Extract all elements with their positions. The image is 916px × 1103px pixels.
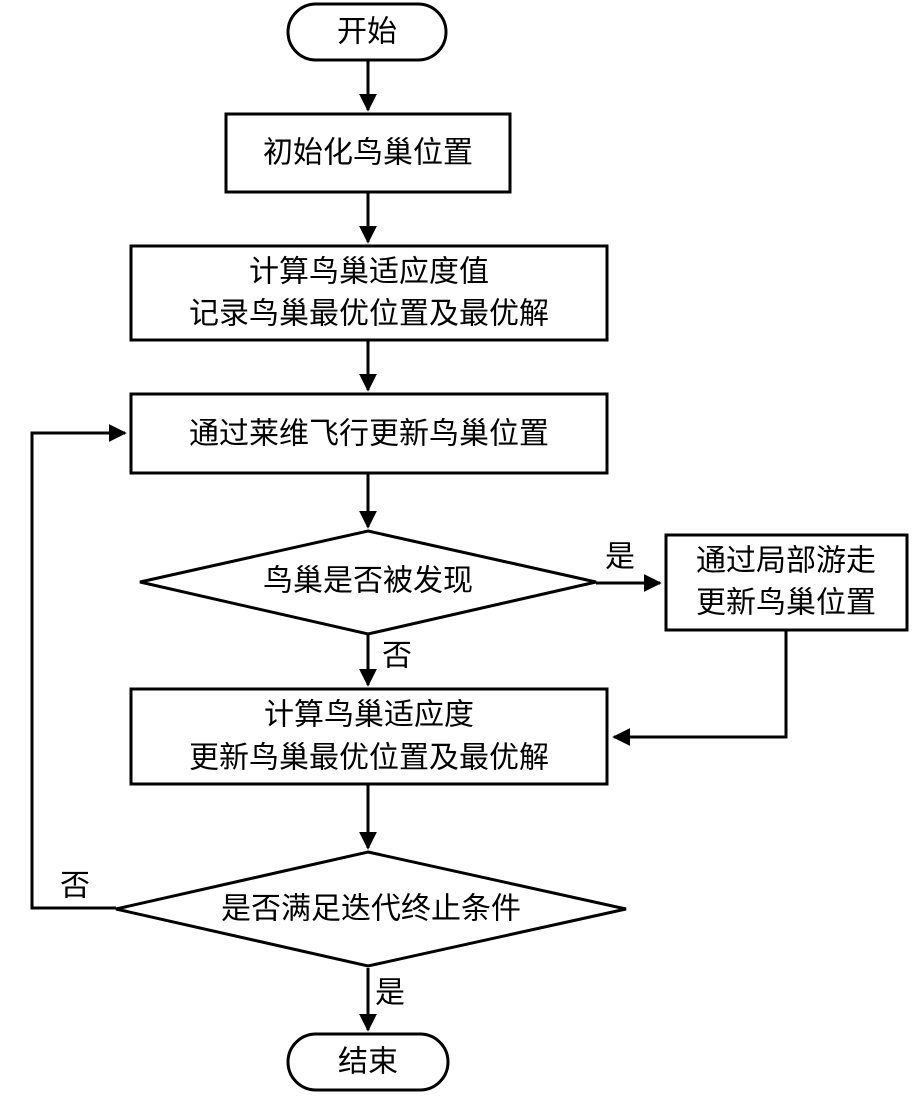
compute-label-line1: 计算鸟巢适应度值 <box>249 255 489 290</box>
compute-box <box>129 244 609 342</box>
arrow-local-to-update <box>612 630 788 746</box>
update-label-line1: 计算鸟巢适应度 <box>264 698 474 733</box>
discovered-label: 鸟巢是否被发现 <box>263 564 473 599</box>
terminate-label: 是否满足迭代终止条件 <box>221 892 521 927</box>
end-shape <box>286 1032 450 1092</box>
terminate-diamond <box>115 850 627 968</box>
init-process: 初始化鸟巢位置 <box>224 112 512 194</box>
discovered-diamond <box>139 529 597 636</box>
arrow-terminate-no-loop <box>30 424 127 910</box>
compute-process: 计算鸟巢适应度值 记录鸟巢最优位置及最优解 <box>129 244 609 342</box>
discovered-decision: 鸟巢是否被发现 是 否 <box>139 529 635 674</box>
init-box <box>224 112 512 194</box>
start-label: 开始 <box>337 15 397 50</box>
discovered-yes-label: 是 <box>605 540 635 575</box>
start-shape <box>286 2 448 62</box>
local-walk-box <box>664 533 909 632</box>
terminate-no-label: 否 <box>60 869 90 904</box>
local-walk-label-line1: 通过局部游走 <box>696 544 876 579</box>
update-process: 计算鸟巢适应度 更新鸟巢最优位置及最优解 <box>129 687 609 786</box>
update-box <box>129 687 609 786</box>
terminate-yes-label: 是 <box>375 976 405 1011</box>
init-label: 初始化鸟巢位置 <box>263 136 473 171</box>
start-terminator: 开始 <box>286 2 448 62</box>
levy-process: 通过莱维飞行更新鸟巢位置 <box>129 392 609 475</box>
levy-box <box>129 392 609 475</box>
connectors <box>30 60 788 1032</box>
end-terminator: 结束 <box>286 1032 450 1092</box>
compute-label-line2: 记录鸟巢最优位置及最优解 <box>189 297 549 332</box>
local-walk-process: 通过局部游走 更新鸟巢位置 <box>664 533 909 632</box>
levy-label: 通过莱维飞行更新鸟巢位置 <box>189 417 549 452</box>
discovered-no-label: 否 <box>382 639 412 674</box>
end-label: 结束 <box>338 1045 398 1080</box>
terminate-decision: 是否满足迭代终止条件 否 是 <box>60 850 627 1011</box>
update-label-line2: 更新鸟巢最优位置及最优解 <box>189 741 549 776</box>
local-walk-label-line2: 更新鸟巢位置 <box>696 586 876 621</box>
